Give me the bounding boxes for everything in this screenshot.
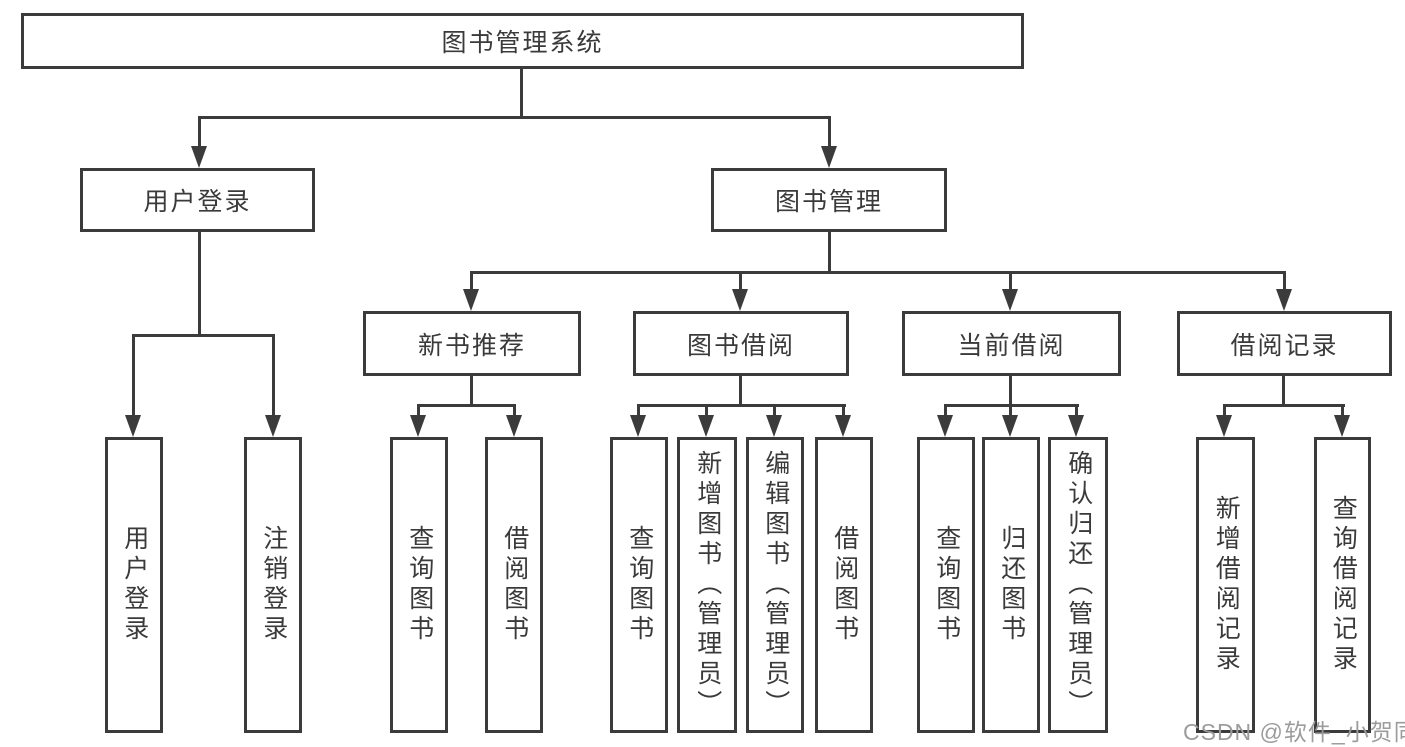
- leaf-query-books-current-label: 查询图书: [932, 525, 961, 645]
- node-book-borrow: 图书借阅: [633, 311, 849, 376]
- arrowhead-icon: [821, 146, 837, 168]
- leaf-borrow-books: 借阅图书: [815, 437, 873, 733]
- leaf-user-login: 用户登录: [105, 437, 163, 733]
- arrowhead-icon: [698, 415, 714, 437]
- connector-line: [739, 271, 742, 291]
- leaf-logout-label: 注销登录: [259, 525, 288, 645]
- connector-line: [198, 116, 831, 119]
- node-new-book-recommend: 新书推荐: [363, 311, 581, 376]
- arrowhead-icon: [463, 289, 479, 311]
- leaf-add-borrow-record-label: 新增借阅记录: [1212, 495, 1241, 675]
- connector-line: [470, 271, 473, 291]
- arrowhead-icon: [1276, 289, 1292, 311]
- arrowhead-icon: [1002, 289, 1018, 311]
- leaf-logout: 注销登录: [244, 437, 302, 733]
- leaf-query-books-recommend-label: 查询图书: [405, 525, 434, 645]
- connector-line: [417, 404, 420, 417]
- connector-line: [1009, 271, 1012, 291]
- connector-line: [470, 376, 473, 407]
- leaf-query-borrow-record-label: 查询借阅记录: [1329, 495, 1358, 675]
- arrowhead-icon: [1216, 415, 1232, 437]
- leaf-borrow-books-label: 借阅图书: [830, 525, 859, 645]
- arrowhead-icon: [630, 415, 646, 437]
- leaf-user-login-label: 用户登录: [120, 525, 149, 645]
- connector-line: [132, 334, 275, 337]
- node-user-login: 用户登录: [80, 168, 315, 232]
- arrowhead-icon: [1334, 415, 1350, 437]
- leaf-return-books-label: 归还图书: [997, 525, 1026, 645]
- connector-line: [417, 404, 516, 407]
- connector-line: [198, 232, 201, 337]
- node-current-borrow-label: 当前借阅: [957, 331, 1066, 360]
- connector-line: [842, 404, 845, 417]
- node-borrow-records-label: 借阅记录: [1230, 331, 1339, 360]
- connector-line: [470, 271, 1286, 274]
- arrowhead-icon: [410, 415, 426, 437]
- leaf-confirm-return-admin-label: 确认归还（管理员）: [1064, 450, 1093, 720]
- leaf-borrow-books-recommend: 借阅图书: [485, 437, 543, 733]
- node-book-management-label: 图书管理: [774, 188, 883, 216]
- node-user-login-label: 用户登录: [143, 188, 252, 216]
- leaf-query-borrow-record: 查询借阅记录: [1314, 437, 1371, 733]
- connector-line: [1075, 404, 1078, 417]
- leaf-edit-books-admin: 编辑图书（管理员）: [746, 437, 804, 733]
- connector-line: [944, 404, 947, 417]
- arrowhead-icon: [1002, 415, 1018, 437]
- arrowhead-icon: [732, 289, 748, 311]
- leaf-return-books: 归还图书: [982, 437, 1040, 733]
- connector-line: [1223, 404, 1345, 407]
- connector-line: [773, 404, 776, 417]
- connector-line: [1283, 271, 1286, 291]
- arrowhead-icon: [125, 415, 141, 437]
- connector-line: [828, 232, 831, 274]
- leaf-borrow-books-recommend-label: 借阅图书: [500, 525, 529, 645]
- node-book-management: 图书管理: [711, 168, 947, 232]
- leaf-confirm-return-admin: 确认归还（管理员）: [1048, 437, 1108, 733]
- node-book-borrow-label: 图书借阅: [686, 331, 795, 360]
- connector-line: [132, 334, 135, 417]
- arrowhead-icon: [191, 146, 207, 168]
- leaf-add-books-admin-label: 新增图书（管理员）: [693, 450, 722, 720]
- arrowhead-icon: [506, 415, 522, 437]
- connector-line: [272, 334, 275, 417]
- node-current-borrow: 当前借阅: [902, 311, 1121, 376]
- connector-line: [198, 116, 201, 148]
- arrowhead-icon: [1068, 415, 1084, 437]
- connector-line: [637, 404, 846, 407]
- node-root-system: 图书管理系统: [21, 13, 1024, 69]
- node-root-label: 图书管理系统: [441, 29, 604, 57]
- connector-line: [705, 404, 708, 417]
- leaf-add-borrow-record: 新增借阅记录: [1196, 437, 1255, 733]
- connector-line: [1009, 404, 1012, 417]
- leaf-query-books-borrow: 查询图书: [610, 437, 668, 733]
- connector-line: [520, 68, 523, 118]
- connector-line: [1223, 404, 1226, 417]
- connector-line: [1282, 376, 1285, 407]
- arrowhead-icon: [265, 415, 281, 437]
- connector-line: [513, 404, 516, 417]
- leaf-add-books-admin: 新增图书（管理员）: [677, 437, 737, 733]
- connector-line: [637, 404, 640, 417]
- leaf-query-books-current: 查询图书: [917, 437, 975, 733]
- leaf-query-books-borrow-label: 查询图书: [625, 525, 654, 645]
- connector-line: [1341, 404, 1344, 417]
- connector-line: [739, 376, 742, 407]
- arrowhead-icon: [766, 415, 782, 437]
- arrowhead-icon: [835, 415, 851, 437]
- leaf-query-books-recommend: 查询图书: [390, 437, 448, 733]
- node-borrow-records: 借阅记录: [1177, 311, 1392, 376]
- leaf-edit-books-admin-label: 编辑图书（管理员）: [761, 450, 790, 720]
- arrowhead-icon: [937, 415, 953, 437]
- connector-line: [1009, 376, 1012, 407]
- connector-line: [828, 116, 831, 148]
- csdn-watermark: CSDN @软件_小贺同学: [1183, 719, 1405, 745]
- node-new-book-recommend-label: 新书推荐: [417, 331, 526, 360]
